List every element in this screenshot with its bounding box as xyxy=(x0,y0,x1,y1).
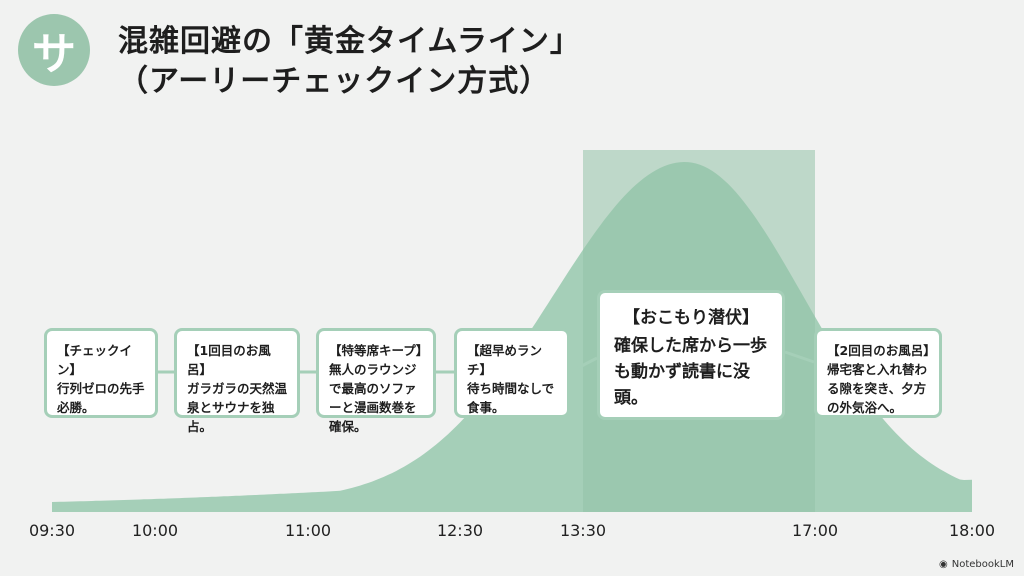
x-tick-1330: 13:30 xyxy=(559,521,607,540)
x-tick-1000: 10:00 xyxy=(131,521,179,540)
timeline-card-lunch: 【超早めランチ】 待ち時間なしで食事。 xyxy=(454,328,570,418)
timeline-card-second-bath: 【2回目のお風呂】 帰宅客と入れ替わる隙を突き、夕方の外気浴へ。 xyxy=(814,328,942,418)
x-tick-1800: 18:00 xyxy=(948,521,996,540)
card-text: 確保した席から一歩も動かず読書に没頭。 xyxy=(614,336,767,408)
card-heading: 【2回目のお風呂】 xyxy=(827,343,936,358)
logo-glyph: サ xyxy=(32,29,76,80)
x-tick-1700: 17:00 xyxy=(791,521,839,540)
card-heading: 【1回目のお風呂】 xyxy=(187,343,271,377)
page-title: 混雑回避の「黄金タイムライン」 （アーリーチェックイン方式） xyxy=(118,22,581,102)
card-text: 帰宅客と入れ替わる隙を突き、夕方の外気浴へ。 xyxy=(827,362,928,415)
card-text: 待ち時間なしで食事。 xyxy=(467,381,555,415)
card-heading: 【超早めランチ】 xyxy=(467,343,543,377)
logo-badge: サ xyxy=(18,14,90,86)
card-heading: 【おこもり潜伏】 xyxy=(623,308,759,328)
card-text: ガラガラの天然温泉とサウナを独占。 xyxy=(187,381,288,434)
card-text: 行列ゼロの先手必勝。 xyxy=(57,381,145,415)
notebooklm-icon: ◉ xyxy=(939,559,948,570)
x-tick-1230: 12:30 xyxy=(436,521,484,540)
x-tick-0930: 09:30 xyxy=(28,521,76,540)
timeline-connector xyxy=(158,350,815,374)
timeline-card-hideout: 【おこもり潜伏】 確保した席から一歩も動かず読書に没頭。 xyxy=(597,290,785,420)
title-line-1: 混雑回避の「黄金タイムライン」 xyxy=(118,24,581,59)
card-heading: 【特等席キープ】 xyxy=(329,343,429,358)
timeline-card-first-bath: 【1回目のお風呂】 ガラガラの天然温泉とサウナを独占。 xyxy=(174,328,300,434)
title-line-2: （アーリーチェックイン方式） xyxy=(118,64,551,99)
brand-watermark: ◉ NotebookLM xyxy=(939,559,1014,570)
card-text: 無人のラウンジで最高のソファーと漫画数巻を確保。 xyxy=(329,362,417,434)
timeline-card-checkin: 【チェックイン】 行列ゼロの先手必勝。 xyxy=(44,328,158,418)
x-tick-1100: 11:00 xyxy=(284,521,332,540)
brand-label: NotebookLM xyxy=(951,559,1014,570)
timeline-card-seat: 【特等席キープ】 無人のラウンジで最高のソファーと漫画数巻を確保。 xyxy=(316,328,436,434)
card-heading: 【チェックイン】 xyxy=(57,343,133,377)
